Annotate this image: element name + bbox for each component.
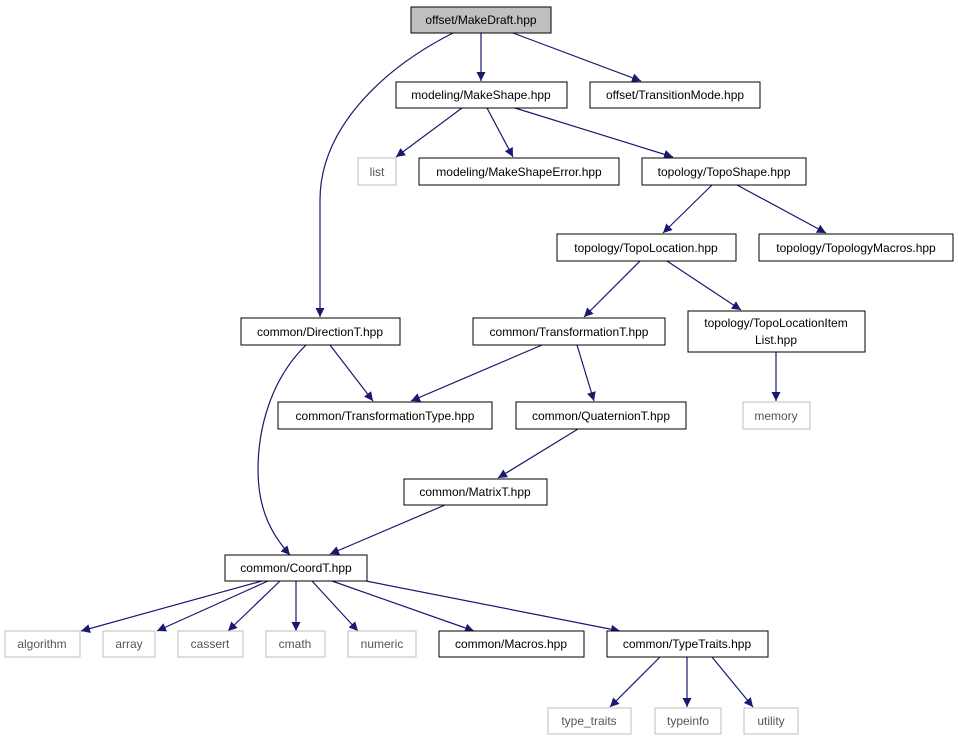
edges: [80, 32, 827, 708]
node-cmath[interactable]: cmath: [265, 630, 326, 658]
node-label: common/TransformationType.hpp: [296, 409, 475, 423]
node-label: type_traits: [561, 714, 616, 728]
edge-coordt-cassert: [227, 580, 281, 632]
node-topo-shape[interactable]: topology/TopoShape.hpp: [641, 157, 807, 186]
node-label: common/CoordT.hpp: [240, 561, 352, 575]
node-label: common/MatrixT.hpp: [419, 485, 531, 499]
node-label: algorithm: [17, 637, 66, 651]
node-label: memory: [754, 409, 797, 423]
node-label: modeling/MakeShapeError.hpp: [436, 165, 602, 179]
node-label: list: [370, 165, 385, 179]
node-algorithm[interactable]: algorithm: [4, 630, 81, 658]
edge-makeshape-list: [395, 107, 463, 158]
node-macros[interactable]: common/Macros.hpp: [438, 630, 585, 658]
node-array[interactable]: array: [102, 630, 156, 658]
node-label: typeinfo: [667, 714, 709, 728]
node-root-file[interactable]: offset/MakeDraft.hpp: [410, 6, 552, 34]
node-matrix-t[interactable]: common/MatrixT.hpp: [403, 478, 548, 506]
node-label: modeling/MakeShape.hpp: [411, 88, 551, 102]
edge-toposhape-topologymacros: [736, 184, 827, 234]
node-label-line-2: List.hpp: [755, 333, 797, 347]
node-label: topology/TopoShape.hpp: [658, 165, 791, 179]
edge-directiont-coordt: [257, 344, 307, 556]
edge-typetraits-utility: [711, 656, 754, 708]
node-label: common/DirectionT.hpp: [257, 325, 383, 339]
node-label: offset/TransitionMode.hpp: [606, 88, 744, 102]
edge-toposhape-topolocation: [662, 184, 713, 234]
edge-matrixt-coordt: [329, 504, 446, 555]
node-list[interactable]: list: [357, 157, 397, 186]
node-label: common/QuaternionT.hpp: [532, 409, 670, 423]
node-make-shape-error[interactable]: modeling/MakeShapeError.hpp: [418, 157, 620, 186]
node-label: array: [115, 637, 142, 651]
edge-makedraft-transitionmode: [512, 32, 642, 83]
edge-coordt-macros: [331, 580, 475, 633]
edge-transformationt-quaterniont: [576, 344, 596, 402]
node-label: utility: [757, 714, 784, 728]
node-label: topology/TopologyMacros.hpp: [776, 241, 936, 255]
edge-topolocation-transformationt: [583, 260, 641, 318]
node-type-traits[interactable]: type_traits: [547, 707, 632, 735]
node-label: numeric: [361, 637, 404, 651]
node-numeric[interactable]: numeric: [347, 630, 417, 658]
node-topology-macros[interactable]: topology/TopologyMacros.hpp: [758, 233, 954, 262]
node-label: topology/TopoLocation.hpp: [574, 241, 718, 255]
node-quaternion-t[interactable]: common/QuaternionT.hpp: [515, 401, 687, 430]
edge-typetraits-type-traits: [609, 656, 661, 708]
node-cassert[interactable]: cassert: [177, 630, 244, 658]
edge-makedraft-directiont: [315, 32, 454, 317]
edge-coordt-algorithm: [80, 580, 263, 633]
edge-topolocation-topolocationitemlist: [666, 260, 742, 311]
node-transformation-type[interactable]: common/TransformationType.hpp: [277, 401, 493, 430]
node-label: common/Macros.hpp: [455, 637, 567, 651]
node-typeinfo[interactable]: typeinfo: [654, 707, 722, 735]
node-topo-location-item-list[interactable]: topology/TopoLocationItem List.hpp: [687, 310, 866, 353]
node-direction-t[interactable]: common/DirectionT.hpp: [240, 317, 401, 346]
node-label: cassert: [191, 637, 230, 651]
node-memory[interactable]: memory: [742, 401, 811, 430]
edge-coordt-array: [156, 580, 269, 632]
node-topo-location[interactable]: topology/TopoLocation.hpp: [556, 233, 737, 262]
node-utility[interactable]: utility: [743, 707, 799, 735]
edge-coordt-typetraits: [365, 580, 621, 634]
node-label-line-1: topology/TopoLocationItem: [704, 316, 847, 330]
node-label: common/TypeTraits.hpp: [623, 637, 752, 651]
node-make-shape[interactable]: modeling/MakeShape.hpp: [395, 81, 568, 109]
edge-transformationt-transformationtype: [410, 344, 543, 402]
node-label: cmath: [279, 637, 312, 651]
edge-makeshape-makeshapeerror: [486, 107, 514, 158]
node-transition-mode[interactable]: offset/TransitionMode.hpp: [589, 81, 761, 109]
node-type-traits-header[interactable]: common/TypeTraits.hpp: [606, 630, 769, 658]
node-label: offset/MakeDraft.hpp: [425, 13, 536, 27]
node-label: common/TransformationT.hpp: [490, 325, 649, 339]
edge-makeshape-toposhape: [514, 107, 674, 159]
nodes: offset/MakeDraft.hpp modeling/MakeShape.…: [4, 6, 954, 735]
node-transformation-t[interactable]: common/TransformationT.hpp: [472, 317, 666, 346]
edge-quaterniont-matrixt: [497, 428, 579, 479]
edge-directiont-transformationtype: [329, 344, 374, 402]
node-coord-t[interactable]: common/CoordT.hpp: [224, 554, 368, 582]
edge-coordt-numeric: [311, 580, 359, 632]
